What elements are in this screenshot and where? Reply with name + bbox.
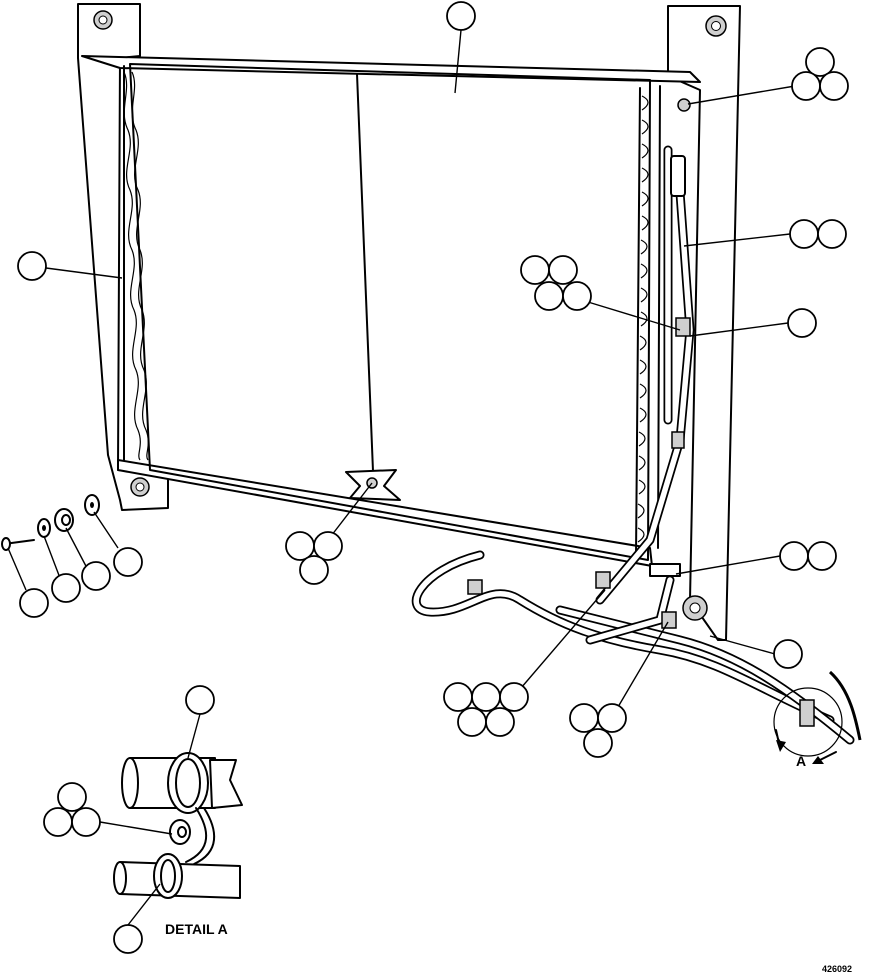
callout-bubble	[787, 308, 817, 338]
callout-bubble	[807, 541, 837, 571]
callout-bubble	[19, 588, 49, 618]
callout-bubble	[485, 707, 515, 737]
callout-bubble	[299, 555, 329, 585]
callout-bubble	[817, 219, 847, 249]
callout-bubble	[113, 924, 143, 954]
callout-bubble	[520, 255, 550, 285]
callout-bubble	[51, 573, 81, 603]
callout-bubble	[773, 639, 803, 669]
figure-number-text: 426092	[822, 964, 852, 974]
callout-bubble	[805, 47, 835, 77]
callout-bubble	[57, 782, 87, 812]
callout-bubble	[569, 703, 599, 733]
callout-bubble	[113, 547, 143, 577]
left-side-bracket	[77, 3, 169, 511]
hose-clamp-center	[595, 571, 611, 589]
detail-title-text: DETAIL A	[165, 921, 228, 937]
callout-bubble	[313, 531, 343, 561]
callout-bubble	[443, 682, 473, 712]
callout-bubble	[185, 685, 215, 715]
callout-bubble	[789, 219, 819, 249]
callout-bubble	[819, 71, 849, 101]
callout-leaders	[7, 29, 796, 926]
callout-bubble	[583, 728, 613, 758]
tube-fitting-lower	[649, 563, 681, 577]
callout-bubble	[17, 251, 47, 281]
callout-bubble	[81, 561, 111, 591]
callout-bubble	[548, 255, 578, 285]
bolt-head	[1, 537, 11, 551]
callout-bubble	[446, 1, 476, 31]
right-side-bracket	[667, 5, 741, 641]
callout-bubbles	[17, 1, 849, 954]
tube-clamp-lower	[671, 431, 685, 449]
condenser-core	[81, 55, 701, 567]
callout-bubble	[471, 682, 501, 712]
hardware-stack	[1, 494, 100, 551]
callout-bubble	[71, 807, 101, 837]
callout-bubble	[597, 703, 627, 733]
view-marker-text: A	[796, 753, 806, 769]
condenser-mount-bolt-upper	[677, 98, 691, 112]
detail-a-reference: A	[773, 687, 843, 769]
tube-fitting-upper	[670, 155, 686, 197]
hose-clamp-left	[467, 579, 483, 595]
callout-bubble	[791, 71, 821, 101]
hose-clamp-right	[661, 611, 677, 629]
callout-bubble	[457, 707, 487, 737]
detail-a-drawing: DETAIL A	[113, 752, 243, 937]
callout-bubble	[499, 682, 529, 712]
callout-bubble	[562, 281, 592, 311]
detail-a-clamp	[799, 699, 815, 727]
callout-bubble	[43, 807, 73, 837]
callout-bubble	[779, 541, 809, 571]
callout-bubble	[534, 281, 564, 311]
tube-clamp-middle	[675, 317, 691, 337]
